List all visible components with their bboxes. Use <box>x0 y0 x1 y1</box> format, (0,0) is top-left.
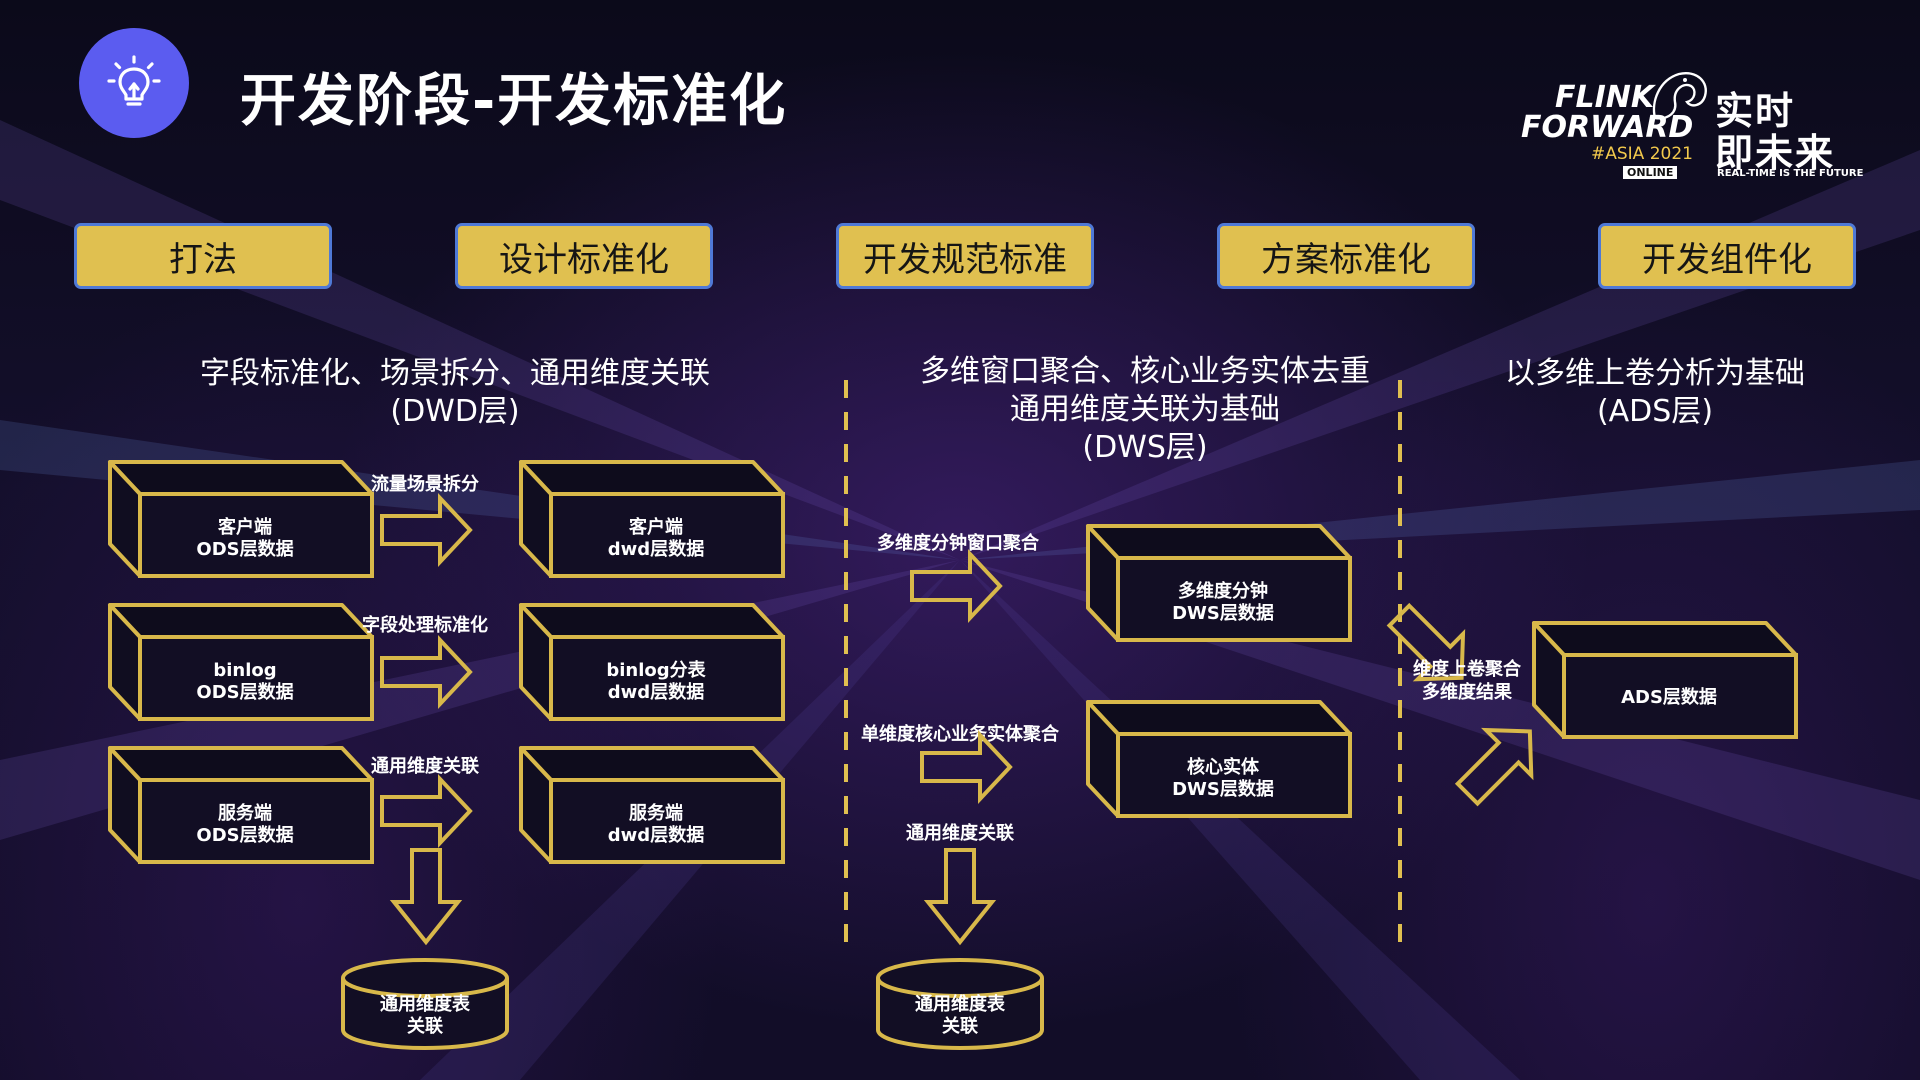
pill-playbook: 打法 <box>74 223 332 289</box>
arrow-common-dim-join: 通用维度关联 <box>371 755 479 845</box>
ads-arrow-up-right <box>1445 709 1552 816</box>
dws-box-core-entity: 核心实体 DWS层数据 <box>1086 700 1352 818</box>
logo-tagline: REAL-TIME IS THE FUTURE <box>1717 168 1864 179</box>
dws-box-core-entity-line2: DWS层数据 <box>1172 778 1274 800</box>
arrow-dws-common-dim-join: 通用维度关联 <box>906 822 1014 944</box>
arrow-dws-common-dim-join-label: 通用维度关联 <box>906 822 1014 844</box>
flink-forward-logo: FLINK FORWARD #ASIA 2021 ONLINE 实时 即未来 R… <box>1515 62 1863 192</box>
ods-box-client-line1: 客户端 <box>218 516 272 538</box>
section-heading-ads-line2: (ADS层) <box>1596 394 1714 429</box>
arrow-traffic-scene-split-label: 流量场景拆分 <box>371 473 479 495</box>
dws-common-dim-table-line1: 通用维度表 <box>915 993 1006 1015</box>
ods-box-binlog: binlog ODS层数据 <box>108 603 374 721</box>
ods-box-server: 服务端 ODS层数据 <box>108 746 374 864</box>
section-heading-dws-line2: 通用维度关联为基础 <box>1010 392 1280 427</box>
dws-common-dim-table: 通用维度表 关联 <box>876 958 1044 1050</box>
dwd-box-binlog-line2: dwd层数据 <box>608 681 704 703</box>
ods-box-binlog-line2: ODS层数据 <box>196 681 293 703</box>
logo-asia: #ASIA 2021 <box>1591 144 1693 164</box>
dwd-box-server: 服务端 dwd层数据 <box>519 746 785 864</box>
section-heading-ads: 以多维上卷分析为基础 (ADS层) <box>1455 355 1855 431</box>
section-heading-dws: 多维窗口聚合、核心业务实体去重 通用维度关联为基础 (DWS层) <box>890 353 1400 467</box>
ads-arrow-label-line2: 多维度结果 <box>1422 681 1513 703</box>
arrow-single-dim-entity-agg: 单维度核心业务实体聚合 <box>861 723 1060 801</box>
logo-cn-line1: 实时 <box>1715 89 1796 133</box>
dwd-common-dim-table: 通用维度表 关联 <box>341 958 509 1050</box>
section-heading-dws-line3: (DWS层) <box>1082 430 1208 465</box>
dwd-down-arrow <box>392 848 460 944</box>
dws-box-core-entity-line1: 核心实体 <box>1187 756 1260 778</box>
pill-design-standard: 设计标准化 <box>455 223 713 289</box>
pill-solution-standard: 方案标准化 <box>1217 223 1475 289</box>
ads-arrow-label-line1: 维度上卷聚合 <box>1413 658 1522 680</box>
dwd-box-client-line2: dwd层数据 <box>608 538 704 560</box>
section-heading-dwd-line1: 字段标准化、场景拆分、通用维度关联 <box>200 356 710 391</box>
dwd-box-binlog: binlog分表 dwd层数据 <box>519 603 785 721</box>
ods-box-binlog-line1: binlog <box>213 660 276 681</box>
arrow-common-dim-join-label: 通用维度关联 <box>371 755 479 777</box>
page-title: 开发阶段-开发标准化 <box>240 69 788 134</box>
section-heading-dwd-line2: (DWD层) <box>390 394 520 429</box>
dws-box-multi-dim-minute: 多维度分钟 DWS层数据 <box>1086 524 1352 642</box>
dws-common-dim-table-line2: 关联 <box>942 1015 978 1037</box>
logo-online: ONLINE <box>1623 166 1678 179</box>
section-heading-dwd: 字段标准化、场景拆分、通用维度关联 (DWD层) <box>150 355 760 431</box>
arrow-single-dim-entity-agg-label: 单维度核心业务实体聚合 <box>861 723 1060 745</box>
ods-box-server-line2: ODS层数据 <box>196 824 293 846</box>
ods-box-client: 客户端 ODS层数据 <box>108 460 374 578</box>
dwd-common-dim-table-line2: 关联 <box>407 1015 443 1037</box>
dwd-box-server-line1: 服务端 <box>629 802 683 824</box>
idea-badge <box>79 28 189 138</box>
ads-box-label: ADS层数据 <box>1621 686 1717 708</box>
arrow-multi-dim-window-agg-label: 多维度分钟窗口聚合 <box>877 532 1040 554</box>
dwd-box-client-line1: 客户端 <box>629 516 683 538</box>
ods-box-server-line1: 服务端 <box>218 802 272 824</box>
dws-box-multi-dim-minute-line2: DWS层数据 <box>1172 602 1274 624</box>
arrow-field-standardize: 字段处理标准化 <box>362 614 488 706</box>
arrow-field-standardize-label: 字段处理标准化 <box>362 614 488 636</box>
dwd-box-server-line2: dwd层数据 <box>608 824 704 846</box>
arrow-multi-dim-window-agg: 多维度分钟窗口聚合 <box>877 532 1040 620</box>
squirrel-icon <box>1652 72 1707 120</box>
dwd-common-dim-table-line1: 通用维度表 <box>380 993 471 1015</box>
section-heading-dws-line1: 多维窗口聚合、核心业务实体去重 <box>920 354 1370 389</box>
section-heading-ads-line1: 以多维上卷分析为基础 <box>1505 356 1805 391</box>
dwd-box-client: 客户端 dwd层数据 <box>519 460 785 578</box>
pill-dev-componentization: 开发组件化 <box>1598 223 1856 289</box>
dwd-box-binlog-line1: binlog分表 <box>606 659 706 681</box>
arrow-traffic-scene-split: 流量场景拆分 <box>371 473 479 564</box>
dws-box-multi-dim-minute-line1: 多维度分钟 <box>1178 580 1268 602</box>
logo-forward: FORWARD <box>1521 110 1694 145</box>
lightbulb-icon <box>107 55 161 106</box>
ods-box-client-line2: ODS层数据 <box>196 538 293 560</box>
logo-cn-line2: 即未来 <box>1715 131 1836 175</box>
logo-flink: FLINK <box>1555 80 1655 115</box>
pill-dev-spec-standard: 开发规范标准 <box>836 223 1094 289</box>
ads-box: ADS层数据 <box>1532 621 1798 739</box>
